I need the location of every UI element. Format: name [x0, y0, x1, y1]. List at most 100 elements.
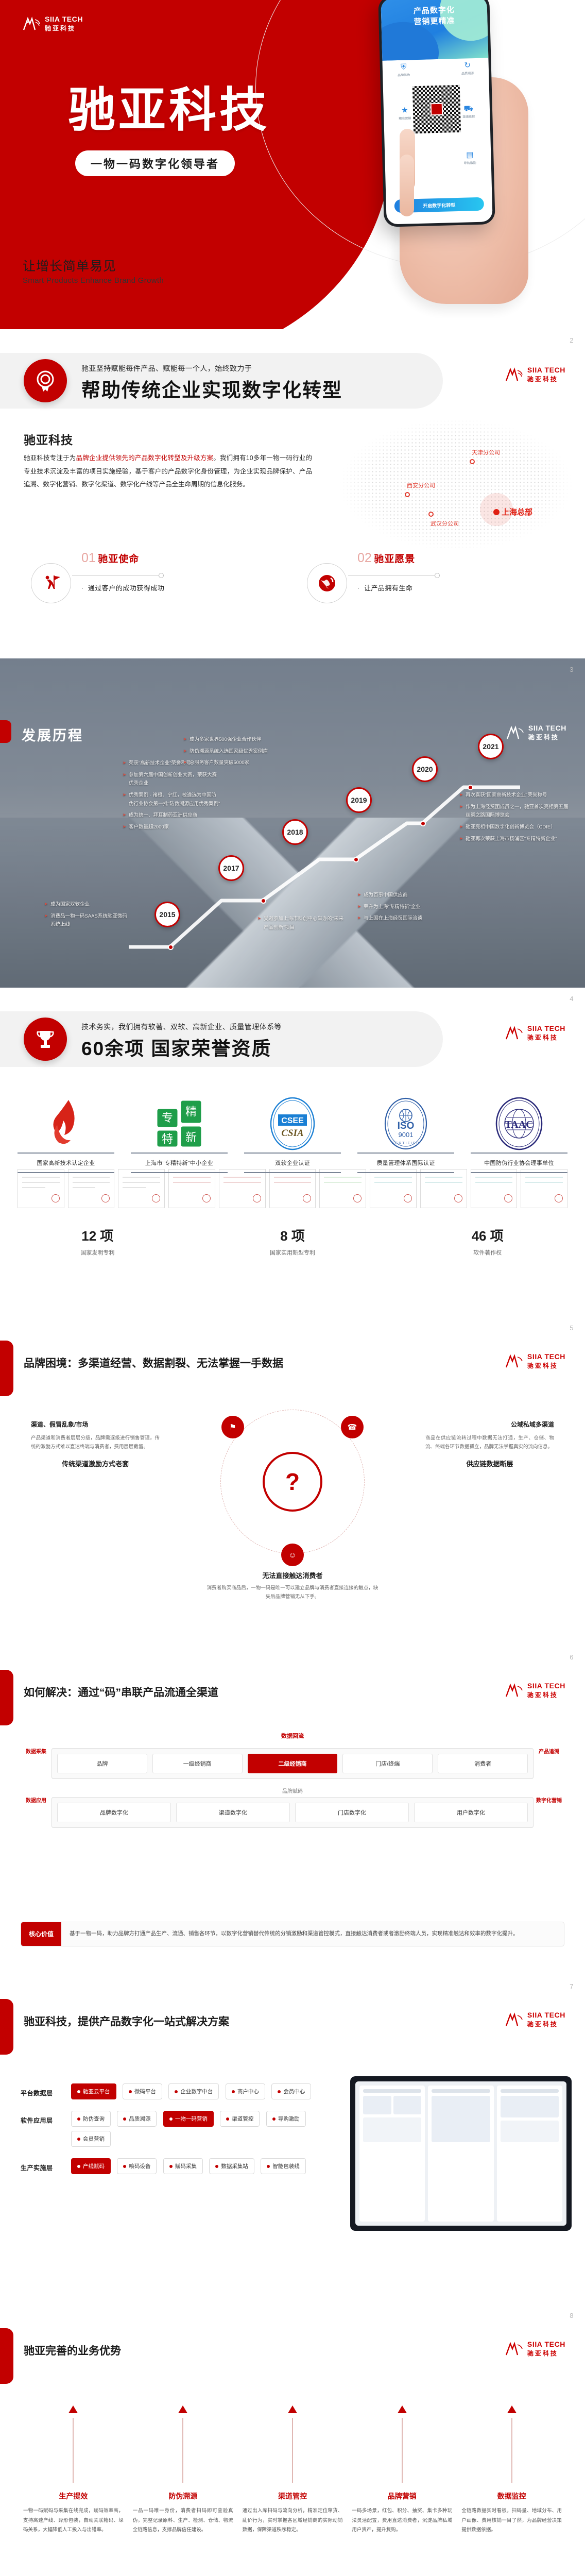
certification-taac: TAAC 中国防伪行业协会理事单位 — [471, 1095, 567, 1173]
chip-item[interactable]: 会员营销 — [71, 2131, 111, 2147]
phone-icon-row-1: ⛨ 品牌防伪 ↻ 品质溯源 — [383, 61, 489, 77]
map-dot-pattern — [328, 416, 575, 565]
brand-name-cn: 驰亚科技 — [527, 2349, 558, 2357]
csee-mark-icon: CSEE CSIA — [244, 1095, 341, 1153]
timeline-year-2018[interactable]: 2018 — [282, 819, 308, 845]
flow-cell-store-digital[interactable]: 门店数字化 — [295, 1803, 409, 1822]
refresh-icon: ↻ — [464, 61, 471, 70]
certificate-thumbnail[interactable] — [370, 1169, 417, 1208]
phone-feature-incentive[interactable]: ▤ 导购激励 — [456, 150, 484, 165]
timeline-year-2015[interactable]: 2015 — [154, 902, 180, 927]
flow-cell-user-digital[interactable]: 用户数字化 — [414, 1803, 528, 1822]
phone-feature-anticounterfeit[interactable]: ⛨ 品牌防伪 — [390, 63, 418, 77]
map-pin-label: 西安分公司 — [407, 482, 435, 489]
chip-item[interactable]: 驰亚云平台 — [71, 2083, 116, 2099]
vision-number: 02 — [357, 551, 372, 565]
star-icon: ★ — [401, 106, 408, 115]
chip-item[interactable]: 会员中心 — [271, 2083, 312, 2099]
flow-cell-brand[interactable]: 品牌 — [57, 1754, 147, 1773]
history-item: 再次喜获“国家高新技术企业”荣誉称号 — [459, 791, 570, 800]
siia-logo-icon — [504, 1354, 524, 1369]
certificate-thumbnail[interactable] — [319, 1169, 367, 1208]
timeline-year-2021[interactable]: 2021 — [478, 734, 504, 759]
advantage-data: 数据监控 全链路数据实时看板，扫码量、地域分布、用户画像、费用核销一目了然，为品… — [457, 2405, 566, 2535]
certification-name: 双软企业认证 — [244, 1153, 341, 1173]
flow-cell-dealer-1[interactable]: 一级经销商 — [152, 1754, 243, 1773]
core-value-text: 基于一物一码，助力品牌方打通产品生产、流通、销售各环节，以数字化营销替代传统的分… — [61, 1922, 564, 1946]
certificate-thumbnail[interactable] — [18, 1169, 64, 1208]
timeline-year-2019[interactable]: 2019 — [346, 787, 372, 813]
flow-cell-consumer[interactable]: 消费者 — [438, 1754, 528, 1773]
certificate-thumbnail[interactable] — [118, 1169, 165, 1208]
page-number: 2 — [570, 336, 574, 344]
history-item: 客户数量超2000家 — [123, 823, 220, 832]
phone-feature-marketing[interactable]: ★ 精准营销 — [391, 106, 419, 121]
certificate-thumbnail[interactable] — [420, 1169, 467, 1208]
certificate-thumbnail[interactable] — [168, 1169, 215, 1208]
mission-number: 01 — [81, 551, 96, 565]
map-pin-shanghai-hq[interactable]: 上海总部 — [479, 493, 532, 526]
history-item: 荣升为上海“专精特新”企业 — [357, 903, 445, 912]
flow-row-left-label: 数据采集 — [26, 1749, 46, 1755]
chip-item[interactable]: 导购激励 — [266, 2111, 306, 2127]
seal-icon — [24, 359, 67, 402]
flow-row-right-label: 数字化营销 — [536, 1798, 562, 1804]
map-pin-tianjin[interactable]: 天津分公司 — [470, 448, 500, 466]
chip-item[interactable]: 品质溯源 — [117, 2111, 157, 2127]
history-column-2019: 成为百事中国供应商 荣升为上海“专精特新”企业 与上国在上海经贸国际洽谈 — [357, 891, 445, 926]
header-title: 60余项 国家荣誉资质 — [81, 1038, 272, 1059]
pain-point-title: 传统渠道激励方式老套 — [61, 1460, 129, 1468]
chip-item[interactable]: 微码平台 — [122, 2083, 162, 2099]
brand-name-cn: 驰亚科技 — [527, 1033, 558, 1041]
siia-logo-icon — [504, 2012, 524, 2028]
layer-chips: 产线赋码 喷码设备 赋码采集 数据采集站 智能包装线 — [71, 2158, 310, 2178]
certificate-thumbnail[interactable] — [67, 1169, 115, 1208]
brand-logo: SIIA TECH 驰亚科技 — [22, 15, 83, 33]
certificate-thumbnail[interactable] — [521, 1169, 568, 1208]
pain-point-desc: 消费者购买商品后，一物一码是唯一可以建立品牌与消费者直接连接的触点，缺失后品牌营… — [207, 1585, 378, 1600]
advantage-title: 数据监控 — [497, 2492, 526, 2500]
map-pin-wuhan[interactable]: 武汉分公司 — [428, 510, 459, 528]
advantage-title: 生产提效 — [59, 2492, 88, 2500]
chip-item[interactable]: 防伪查询 — [71, 2111, 111, 2127]
certification-name: 上海市“专精特新”中小企业 — [131, 1153, 228, 1173]
chip-item[interactable]: 商户中心 — [225, 2083, 265, 2099]
chip-item[interactable]: 产线赋码 — [71, 2158, 111, 2174]
timeline-dot — [420, 821, 426, 826]
siia-logo-icon — [504, 367, 524, 383]
chip-item[interactable]: 赋码采集 — [163, 2158, 203, 2174]
history-item: 受邀参加上海市科创中心举办的“未来产品创新”项目 — [257, 915, 345, 932]
chip-item[interactable]: 智能包装线 — [261, 2158, 306, 2174]
phone-feature-channel[interactable]: ⛟ 渠道管控 — [455, 104, 483, 119]
chip-item[interactable]: 数据采集站 — [209, 2158, 254, 2174]
advantage-marketing: 品牌营销 一码多场景，红包、积分、抽奖、集卡多种玩法灵活配置，费用直达消费者，沉… — [347, 2405, 457, 2535]
map-pin-xian[interactable]: 西安分公司 — [405, 481, 435, 499]
flow-cell-dealer-2[interactable]: 二级经销商 — [247, 1754, 338, 1773]
chip-item[interactable]: 企业数字中台 — [168, 2083, 219, 2099]
flow-cell-brand-digital[interactable]: 品牌数字化 — [57, 1803, 171, 1822]
svg-text:特: 特 — [162, 1133, 173, 1146]
map-pin-dot — [493, 509, 500, 515]
history-title: 发展历程 — [22, 728, 83, 743]
brand-name-cn: 驰亚科技 — [527, 1691, 558, 1699]
certificate-thumbnail[interactable] — [218, 1169, 266, 1208]
vision-item-text: 让产品拥有生命 — [364, 584, 413, 592]
pain-point-desc: 商品在供应链流转过程中数据无法打通，生产、仓储、物流、终端各环节数据孤立，品牌无… — [425, 1435, 554, 1450]
phone-feature-traceability[interactable]: ↻ 品质溯源 — [454, 61, 482, 76]
certificate-thumbnail[interactable] — [269, 1169, 316, 1208]
timeline-dot — [168, 944, 174, 950]
phone-feature-label: 品质溯源 — [461, 72, 474, 76]
certificate-thumbnail[interactable] — [470, 1169, 518, 1208]
patent-statistics-row: 12 项 国家发明专利 8 项 国家实用新型专利 46 项 软件著作权 — [0, 1226, 585, 1257]
timeline-year-2020[interactable]: 2020 — [412, 756, 438, 782]
pain-point-supply: 公域私域多渠道 商品在供应链流转过程中数据无法打通，生产、仓储、物流、终端各环节… — [425, 1420, 554, 1468]
chip-item[interactable]: 喷码设备 — [117, 2158, 157, 2174]
flow-cell-channel-digital[interactable]: 渠道数字化 — [176, 1803, 290, 1822]
flow-cell-store[interactable]: 门店/终端 — [342, 1754, 433, 1773]
chip-item[interactable]: 渠道管控 — [220, 2111, 260, 2127]
chip-item[interactable]: 一物一码营销 — [163, 2111, 214, 2127]
timeline-year-2017[interactable]: 2017 — [218, 855, 244, 881]
brand-name-en: SIIA TECH — [45, 15, 83, 23]
history-item: 成为百事中国供应商 — [357, 891, 445, 900]
timeline-dot — [353, 857, 359, 862]
